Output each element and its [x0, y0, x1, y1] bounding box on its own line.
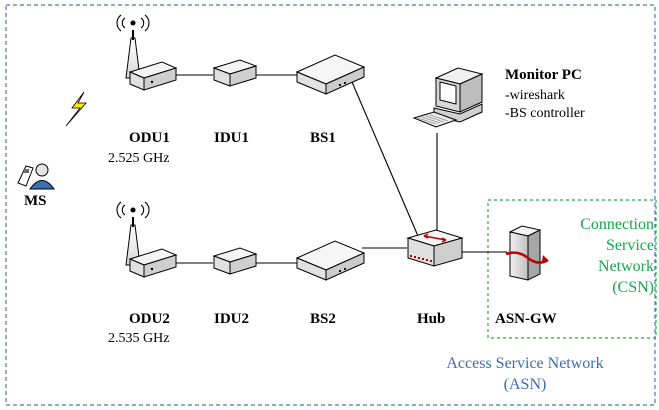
idu2-label: IDU2: [214, 311, 250, 327]
csn-region-label: Connection Service Network (CSN): [580, 214, 654, 298]
ms-label: MS: [24, 193, 47, 209]
asn-gw-label: ASN-GW: [495, 311, 557, 327]
antenna-icon: [116, 201, 150, 219]
odu1-label: ODU1: [129, 130, 170, 146]
bs1-device[interactable]: [295, 54, 366, 95]
odu-box-icon: [128, 61, 178, 91]
monitor-pc-device[interactable]: [412, 67, 484, 128]
asn-gw-device[interactable]: [505, 225, 549, 281]
antenna-icon: [116, 14, 150, 32]
hub-label: Hub: [417, 311, 446, 327]
csn-label-line3: Network: [598, 258, 654, 275]
idu1-device[interactable]: [212, 59, 258, 87]
csn-region-border: [487, 199, 657, 339]
bs2-device[interactable]: [295, 240, 366, 281]
bs1-label: BS1: [310, 130, 336, 146]
asn-label-line2: (ASN): [503, 376, 547, 393]
mobile-user-icon[interactable]: [17, 163, 55, 190]
idu2-device[interactable]: [212, 247, 258, 275]
desktop-pc-icon: [412, 67, 484, 128]
asn-label-line1: Access Service Network: [446, 355, 604, 372]
idu-box-icon: [212, 59, 258, 87]
odu-box-icon: [128, 248, 178, 278]
monitor-pc-detail-bs-controller: -BS controller: [505, 106, 585, 121]
csn-label-line4: (CSN): [612, 279, 654, 296]
csn-label-line1: Connection: [580, 216, 654, 233]
base-station-icon: [295, 54, 366, 95]
odu2-frequency: 2.535 GHz: [108, 331, 170, 346]
odu1-device[interactable]: [116, 14, 178, 91]
base-station-icon: [295, 240, 366, 281]
monitor-pc-label: Monitor PC: [505, 67, 582, 83]
server-icon: [505, 225, 549, 281]
asn-region-label: Access Service Network (ASN): [425, 353, 625, 395]
odu2-device[interactable]: [116, 201, 178, 278]
odu2-label: ODU2: [129, 311, 170, 327]
idu-box-icon: [212, 247, 258, 275]
csn-label-line2: Service: [606, 237, 654, 254]
links: [174, 74, 507, 264]
odu1-frequency: 2.525 GHz: [108, 151, 170, 166]
asn-region-border: [5, 4, 656, 406]
hub-device[interactable]: [406, 229, 464, 267]
hub-icon: [406, 229, 464, 267]
lightning-icon: [65, 91, 87, 127]
monitor-pc-detail-wireshark: -wireshark: [505, 88, 565, 103]
idu1-label: IDU1: [214, 130, 250, 146]
bs2-label: BS2: [310, 311, 336, 327]
